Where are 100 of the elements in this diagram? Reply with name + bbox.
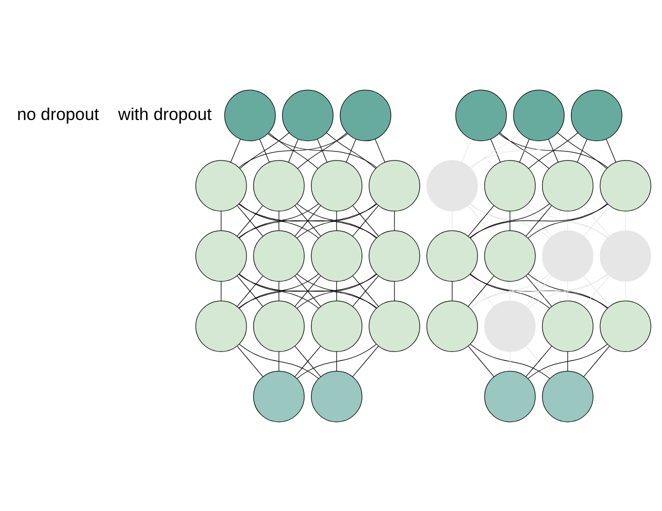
node-circle xyxy=(310,300,362,352)
node-circle xyxy=(570,89,622,141)
connector xyxy=(469,203,608,238)
connector xyxy=(468,204,494,236)
connector xyxy=(352,275,379,306)
connector xyxy=(336,351,337,371)
connector xyxy=(468,345,494,376)
connector xyxy=(259,138,270,162)
node-circle xyxy=(253,230,305,282)
node-circle xyxy=(484,160,536,211)
connector xyxy=(528,202,608,238)
connector xyxy=(470,133,579,168)
node-circle xyxy=(253,370,305,422)
node-circle xyxy=(542,300,594,352)
connector xyxy=(336,280,337,301)
connector xyxy=(238,203,378,238)
connector xyxy=(236,275,264,306)
connector xyxy=(528,343,608,378)
node-circle xyxy=(484,230,536,282)
connector xyxy=(528,132,578,168)
connector xyxy=(346,138,356,162)
connector xyxy=(239,202,319,238)
connector xyxy=(268,132,318,168)
connector xyxy=(236,204,264,236)
node-circle xyxy=(542,160,594,211)
connector xyxy=(240,132,290,168)
connector xyxy=(294,345,321,376)
connector xyxy=(238,273,378,308)
connector xyxy=(317,138,328,162)
connector xyxy=(470,273,550,308)
connector xyxy=(220,210,222,230)
node-circle xyxy=(542,370,594,422)
connector xyxy=(278,351,280,371)
connector xyxy=(278,280,280,301)
node-circle xyxy=(368,300,420,352)
connector xyxy=(336,210,337,230)
connector xyxy=(394,210,395,230)
connector xyxy=(468,275,494,306)
node-circle xyxy=(368,230,420,282)
connector xyxy=(394,280,395,301)
connector xyxy=(268,133,377,168)
connector xyxy=(294,204,321,236)
node-circle xyxy=(600,300,652,352)
label: with dropout xyxy=(118,103,212,124)
connector xyxy=(278,210,280,230)
node-circle xyxy=(310,230,362,282)
connector xyxy=(470,132,520,168)
connector xyxy=(557,132,608,168)
connector xyxy=(230,138,241,162)
connector xyxy=(567,351,568,371)
node-circle xyxy=(195,230,247,282)
label: no dropout xyxy=(16,103,100,124)
connector xyxy=(238,133,348,168)
node-circle xyxy=(368,160,420,211)
node-circle xyxy=(310,370,362,422)
node-circle xyxy=(513,89,565,141)
node-circle xyxy=(484,370,536,422)
node-circle xyxy=(253,300,305,352)
node-circle xyxy=(426,300,478,352)
node-circle xyxy=(426,160,478,211)
node-circle xyxy=(340,89,392,141)
node-circle xyxy=(195,300,247,352)
connector xyxy=(239,343,319,378)
connector xyxy=(352,204,379,236)
connector xyxy=(576,138,588,162)
connector xyxy=(606,138,616,162)
connector xyxy=(548,138,558,162)
node-circle xyxy=(195,160,247,211)
connector xyxy=(352,345,379,376)
node-circle xyxy=(600,160,652,211)
node-circle xyxy=(224,89,276,141)
connector xyxy=(374,138,386,162)
node-circle xyxy=(310,160,362,211)
connector xyxy=(470,343,550,378)
connector xyxy=(528,273,608,308)
node-circle xyxy=(455,89,507,141)
node-circle xyxy=(600,230,652,282)
connector xyxy=(469,273,608,308)
connector xyxy=(461,138,472,162)
connector xyxy=(297,132,348,168)
connector xyxy=(490,138,501,162)
node-circle xyxy=(484,300,536,352)
connector xyxy=(239,273,319,308)
node-circle xyxy=(426,230,478,282)
connector xyxy=(499,132,550,168)
connector xyxy=(236,345,264,376)
connector xyxy=(296,202,377,238)
connector xyxy=(498,133,608,168)
node-circle xyxy=(282,89,334,141)
node-circle xyxy=(253,160,305,211)
connector xyxy=(296,343,377,378)
connector xyxy=(583,345,610,376)
connector xyxy=(519,138,530,162)
connector xyxy=(288,138,298,162)
connector xyxy=(294,275,321,306)
connector xyxy=(326,132,376,168)
node-circle xyxy=(542,230,594,282)
connector xyxy=(296,273,377,308)
connector xyxy=(470,202,550,238)
connector xyxy=(220,280,222,301)
